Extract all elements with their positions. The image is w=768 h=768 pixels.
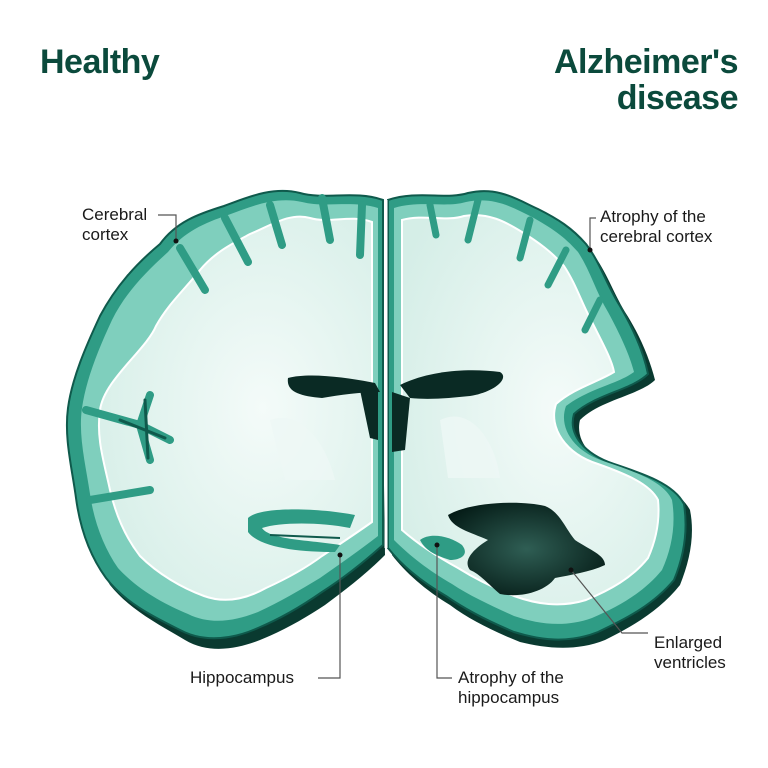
atrophy-hippocampus-marker <box>434 542 440 548</box>
atrophy-cortex-line2: cerebral cortex <box>600 227 713 246</box>
atrophy-hippocampus-line1: Atrophy of the <box>458 668 564 687</box>
alzheimers-title: Alzheimer's disease <box>554 43 739 117</box>
enlarged-ventricles-label: Enlarged ventricles <box>654 633 726 673</box>
enlarged-ventricles-line1: Enlarged <box>654 633 723 652</box>
cerebral-cortex-marker <box>173 238 179 244</box>
healthy-hemisphere <box>65 189 385 649</box>
cerebral-cortex-line2: cortex <box>82 225 129 244</box>
healthy-title: Healthy <box>40 43 160 81</box>
cerebral-cortex-line1: Cerebral <box>82 205 148 224</box>
alzheimers-hemisphere <box>387 190 692 648</box>
atrophy-cortex-label: Atrophy of the cerebral cortex <box>600 207 712 247</box>
leader-lines <box>158 214 648 679</box>
enlarged-ventricles-line2: ventricles <box>654 653 726 672</box>
enlarged-ventricles-marker <box>568 567 574 573</box>
atrophy-hippocampus-line2: hippocampus <box>458 688 560 707</box>
atrophy-hippocampus-label: Atrophy of the hippocampus <box>458 668 564 708</box>
atrophy-cortex-line1: Atrophy of the <box>600 207 706 226</box>
hippocampus-label: Hippocampus <box>190 668 294 687</box>
cerebral-cortex-label: Cerebral cortex <box>82 205 147 245</box>
alzheimers-title-line2: disease <box>616 79 739 117</box>
alzheimers-title-line1: Alzheimer's <box>554 43 739 81</box>
hippocampus-marker <box>337 552 343 558</box>
atrophy-cortex-marker <box>587 247 593 253</box>
